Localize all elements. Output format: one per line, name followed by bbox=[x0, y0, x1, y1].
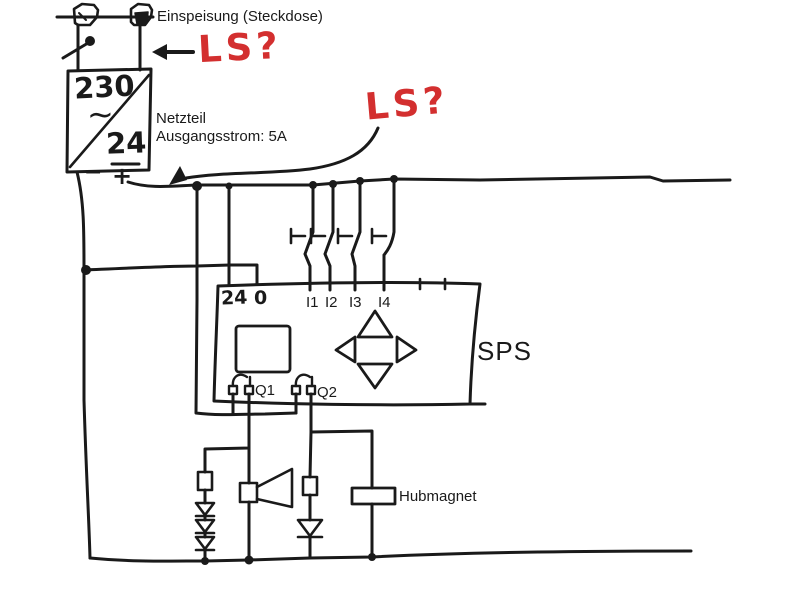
speaker-icon bbox=[238, 467, 294, 509]
psu-minus-terminal: − bbox=[84, 160, 103, 185]
ls-curve-arrow-icon bbox=[169, 126, 380, 185]
plc-terminal-0: 0 bbox=[254, 287, 268, 309]
zero-volt-rail bbox=[75, 170, 693, 563]
left-arrow-icon bbox=[334, 335, 357, 364]
diode-symbol bbox=[194, 535, 216, 552]
plug-wires bbox=[76, 23, 142, 72]
q1-load-wires bbox=[203, 392, 251, 563]
plc-input-label-i1: I1 bbox=[306, 294, 319, 311]
psu-spec: Ausgangsstrom: 5A bbox=[156, 128, 287, 145]
plc-input-label-i2: I2 bbox=[325, 294, 338, 311]
plc-output-label-q1: Q1 bbox=[255, 382, 276, 399]
plus-24v-rail bbox=[126, 175, 732, 188]
plc-display bbox=[234, 324, 292, 374]
resistor-symbol bbox=[301, 475, 319, 497]
pushbutton-contact-icon bbox=[336, 179, 362, 292]
solenoid-label: Hubmagnet bbox=[399, 488, 477, 505]
plc-input-label-i3: I3 bbox=[349, 294, 362, 311]
junction-dots bbox=[81, 175, 398, 565]
up-arrow-icon bbox=[356, 309, 394, 339]
pushbutton-contact-icon bbox=[370, 177, 396, 292]
relay-contact-q1 bbox=[227, 373, 255, 396]
plc-outline bbox=[212, 277, 487, 407]
right-arrow-icon bbox=[395, 335, 418, 364]
power-switch-icon bbox=[61, 36, 95, 60]
plc-output-label-q2: Q2 bbox=[317, 384, 338, 401]
plc-name: SPS bbox=[477, 336, 533, 366]
mains-plug-icon bbox=[129, 2, 154, 27]
ac-symbol: ~ bbox=[87, 95, 114, 133]
plc-input-label-i4: I4 bbox=[378, 294, 391, 311]
q2-load-wires bbox=[308, 392, 374, 560]
psu-name: Netzteil bbox=[156, 110, 207, 127]
down-arrow-icon bbox=[356, 362, 394, 390]
diode-symbol bbox=[194, 518, 216, 535]
ls-annotation-1: LS? bbox=[196, 23, 283, 72]
plc-nav-buttons bbox=[334, 309, 418, 390]
ls-annotation-2: LS? bbox=[363, 78, 451, 129]
ls-arrow-icon bbox=[152, 44, 195, 60]
mains-plug-icon bbox=[72, 2, 100, 27]
psu-plus-terminal: + bbox=[112, 162, 133, 190]
mains-label: Einspeisung (Steckdose) bbox=[157, 8, 323, 25]
power-supply-symbol bbox=[65, 67, 153, 174]
diode-symbol bbox=[194, 501, 216, 518]
diode-symbol bbox=[296, 518, 324, 539]
solenoid-symbol bbox=[350, 486, 397, 506]
psu-output-voltage: 24 bbox=[105, 125, 147, 161]
plc-terminal-24: 24 bbox=[220, 286, 248, 310]
relay-contact-q2 bbox=[290, 373, 317, 396]
resistor-symbol bbox=[196, 470, 214, 492]
